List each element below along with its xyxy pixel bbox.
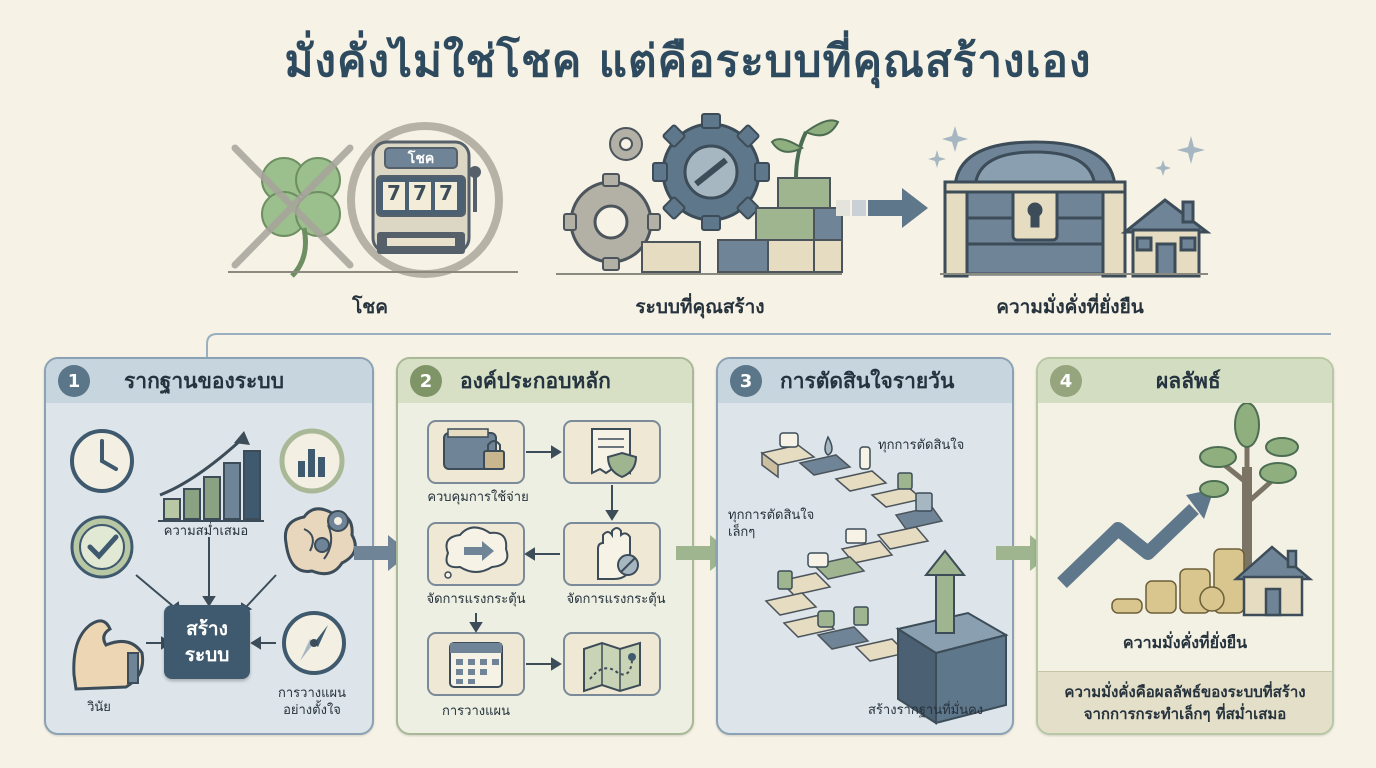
slot-machine-icon <box>371 140 481 254</box>
panel-daily-decisions: 3 การตัดสินใจรายวัน <box>716 357 1014 735</box>
page-title: มั่งคั่งไม่ใช่โชค แต่คือระบบที่คุณสร้างเ… <box>284 36 1092 87</box>
foundation-block-icon <box>895 549 1009 725</box>
muscle-arm-icon <box>72 619 145 691</box>
map-icon <box>583 641 641 693</box>
sprout-icon <box>770 119 840 179</box>
panel-3-header: 3 การตัดสินใจรายวัน <box>718 359 1012 403</box>
results-summary: ความมั่งคั่งคือผลลัพธ์ของระบบที่สร้าง จา… <box>1038 671 1332 733</box>
spending-control-label: ควบคุมการใช้จ่าย <box>427 490 529 505</box>
luck-illustration <box>225 120 515 280</box>
slot-reel-1: 7 <box>387 181 401 205</box>
gears-icon <box>563 113 770 271</box>
sparkle-icon <box>928 126 1205 176</box>
panel-3-title: การตัดสินใจรายวัน <box>780 368 955 393</box>
panel-2-title: องค์ประกอบหลัก <box>460 368 611 393</box>
panel-4-title: ผลลัพธ์ <box>1156 368 1221 393</box>
panel-1-title: รากฐานของระบบ <box>124 368 284 393</box>
panel-components: 2 องค์ประกอบหลัก <box>396 357 694 735</box>
every-decision-label: ทุกการตัดสินใจ <box>878 438 965 453</box>
build-system-label: สร้าง ระบบ <box>184 618 230 666</box>
step-number-2: 2 <box>410 365 442 397</box>
wealth-illustration <box>925 120 1215 280</box>
discipline-label: วินัย <box>87 700 111 715</box>
coins-icon <box>1111 548 1245 614</box>
panel-2-header: 2 องค์ประกอบหลัก <box>398 359 692 403</box>
impulse-label-left: จัดการแรงกระตุ้น <box>426 592 526 607</box>
panel-4-header: 4 ผลลัพธ์ <box>1038 359 1332 403</box>
clock-icon <box>70 429 134 493</box>
stop-hand-icon <box>597 527 639 580</box>
calendar-icon <box>449 642 503 688</box>
planning-label: การวางแผน <box>442 704 510 719</box>
tree-icon <box>1199 403 1299 607</box>
slot-reel-2: 7 <box>413 181 427 205</box>
panel-1-header: 1 รากฐานของระบบ <box>46 359 372 403</box>
wallet-lock-icon <box>443 428 505 470</box>
system-illustration <box>556 112 846 277</box>
step-number-4: 4 <box>1050 365 1082 397</box>
wealth-label: ความมั่งคั่งที่ยั่งยืน <box>996 296 1144 318</box>
blocks-icon <box>641 177 843 273</box>
cross-out-icon <box>231 144 354 269</box>
stable-foundation-label: สร้างรากฐานที่มั่นคง <box>868 703 984 718</box>
ground-line-3 <box>940 273 1208 275</box>
consistency-label: ความสม่ำเสมอ <box>163 524 249 539</box>
cycle-chart-icon <box>279 428 345 494</box>
connector-line <box>205 330 1335 370</box>
system-label: ระบบที่คุณสร้าง <box>635 296 765 318</box>
build-system-core: สร้าง ระบบ <box>164 605 250 679</box>
receipt-shield-icon <box>591 428 638 479</box>
deliberate-planning-label: การวางแผน อย่างตั้งใจ <box>278 686 346 718</box>
small-decisions-label: ทุกการตัดสินใจ เล็กๆ <box>728 508 815 540</box>
treasure-chest-icon <box>943 140 1127 278</box>
panel-results: 4 ผลลัพธ์ ความมั่งค <box>1036 357 1334 735</box>
ground-line-1 <box>228 271 518 273</box>
small-items-icon <box>777 432 933 628</box>
compass-icon <box>282 611 346 675</box>
panel-foundation: 1 รากฐานของระบบ <box>44 357 374 735</box>
slot-sign-text: โชค <box>407 151 435 167</box>
luck-label: โชค <box>352 296 388 318</box>
check-icon <box>70 515 134 579</box>
step-number-3: 3 <box>730 365 762 397</box>
house-icon <box>1120 198 1212 278</box>
impulse-label-right: จัดการแรงกระตุ้น <box>566 592 666 607</box>
thought-bubble-icon <box>444 526 509 579</box>
growth-chart-icon <box>158 431 264 522</box>
slot-reel-3: 7 <box>439 181 453 205</box>
right-arrow-icon <box>836 184 936 234</box>
step-number-1: 1 <box>58 365 90 397</box>
results-wealth-label: ความมั่งคั่งที่ยั่งยืน <box>1122 633 1248 652</box>
house-icon <box>1232 545 1314 617</box>
results-summary-text: ความมั่งคั่งคือผลลัพธ์ของระบบที่สร้าง จา… <box>1064 683 1306 723</box>
ground-line-2 <box>556 273 842 275</box>
brain-gear-icon <box>283 507 357 576</box>
